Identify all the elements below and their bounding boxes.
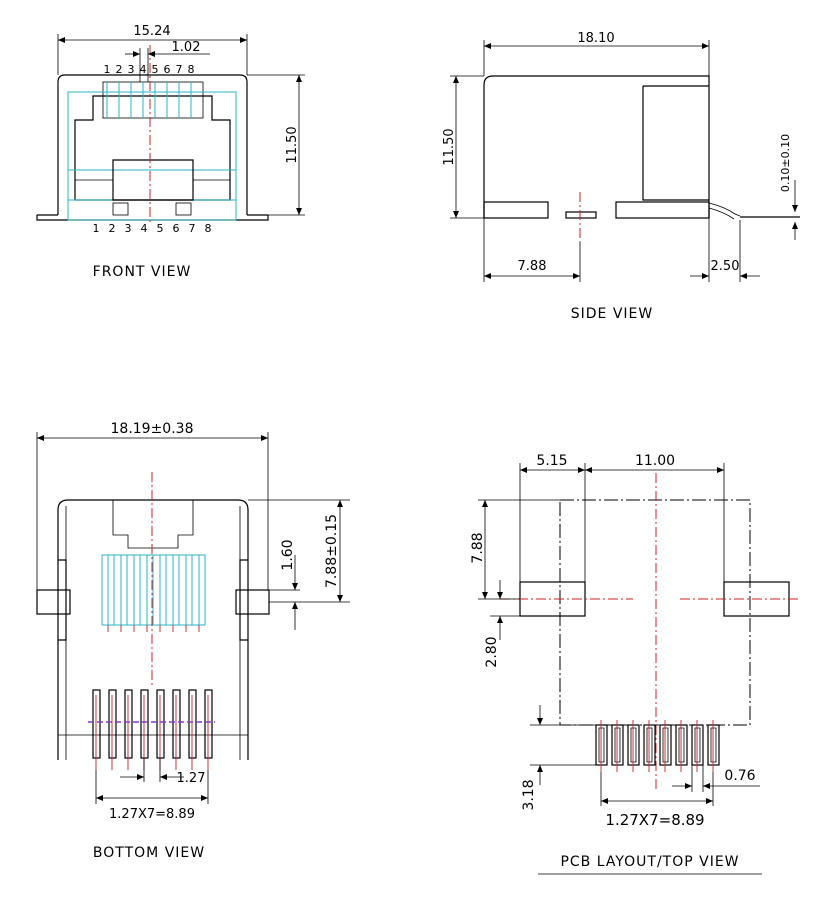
bottom-contacts [101,554,206,632]
bottom-view-label: BOTTOM VIEW [93,845,205,861]
front-view: 15.24 1.02 11.50 1 2 3 4 5 6 7 8 1 2 3 4… [36,24,305,280]
pin-label: 7 [189,222,196,235]
pcb-view: 5.15 11.00 7.88 2.80 3.18 0.76 1.27X7=8.… [470,453,800,875]
pcb-dim-center: 11.00 [635,453,675,469]
pin-label: 2 [109,222,116,235]
side-dim-lead: 2.50 [711,259,740,274]
pcb-dim-span: 1.27X7=8.89 [605,811,704,829]
bottom-dim-depth: 7.88±0.15 [324,514,340,588]
pcb-dim-pad: 0.76 [724,768,755,784]
pin-label: 4 [140,63,147,76]
pin-label: 6 [164,63,171,76]
pin-label: 3 [125,222,132,235]
front-dim-pitch: 1.02 [172,40,201,55]
bottom-dim-pitch: 1.27 [177,771,206,786]
pin-label: 7 [176,63,183,76]
bottom-dim-post: 1.60 [280,539,296,570]
side-dim-tolerance: 0.10±0.10 [779,134,792,192]
pcb-view-label: PCB LAYOUT/TOP VIEW [560,854,739,870]
pin-label: 6 [173,222,180,235]
bottom-dim-span: 1.27X7=8.89 [109,807,195,822]
side-dim-height: 11.50 [442,128,457,165]
side-dim-length: 18.10 [577,31,614,46]
bottom-dim-width: 18.19±0.38 [111,421,194,437]
pcb-pads [595,720,720,772]
side-view-label: SIDE VIEW [571,306,654,322]
side-view: 18.10 11.50 7.88 2.50 0.10±0.10 SIDE VIE… [442,31,800,322]
front-dim-height: 11.50 [285,126,300,163]
pin-label: 3 [128,63,135,76]
front-pin-numbers-bottom: 1 2 3 4 5 6 7 8 [93,222,212,235]
front-pin-numbers-top: 1 2 3 4 5 6 7 8 [104,63,195,76]
pin-label: 1 [93,222,100,235]
front-view-label: FRONT VIEW [93,264,192,280]
bottom-pins [88,689,215,770]
pcb-dim-v2: 2.80 [484,636,500,667]
pin-label: 8 [205,222,212,235]
side-dim-offset: 7.88 [518,259,547,274]
pin-label: 4 [141,222,148,235]
pin-label: 5 [152,63,159,76]
pcb-dim-left: 5.15 [536,453,567,469]
front-contacts [106,82,192,118]
pcb-dim-v3: 3.18 [521,779,537,810]
bottom-view: 18.19±0.38 7.88±0.15 1.60 1.27 1.27X7=8.… [36,421,350,861]
pin-label: 1 [104,63,111,76]
front-dim-width: 15.24 [133,24,170,39]
pin-label: 8 [188,63,195,76]
pin-label: 5 [157,222,164,235]
pin-label: 2 [116,63,123,76]
pcb-dim-v1: 7.88 [470,532,486,563]
